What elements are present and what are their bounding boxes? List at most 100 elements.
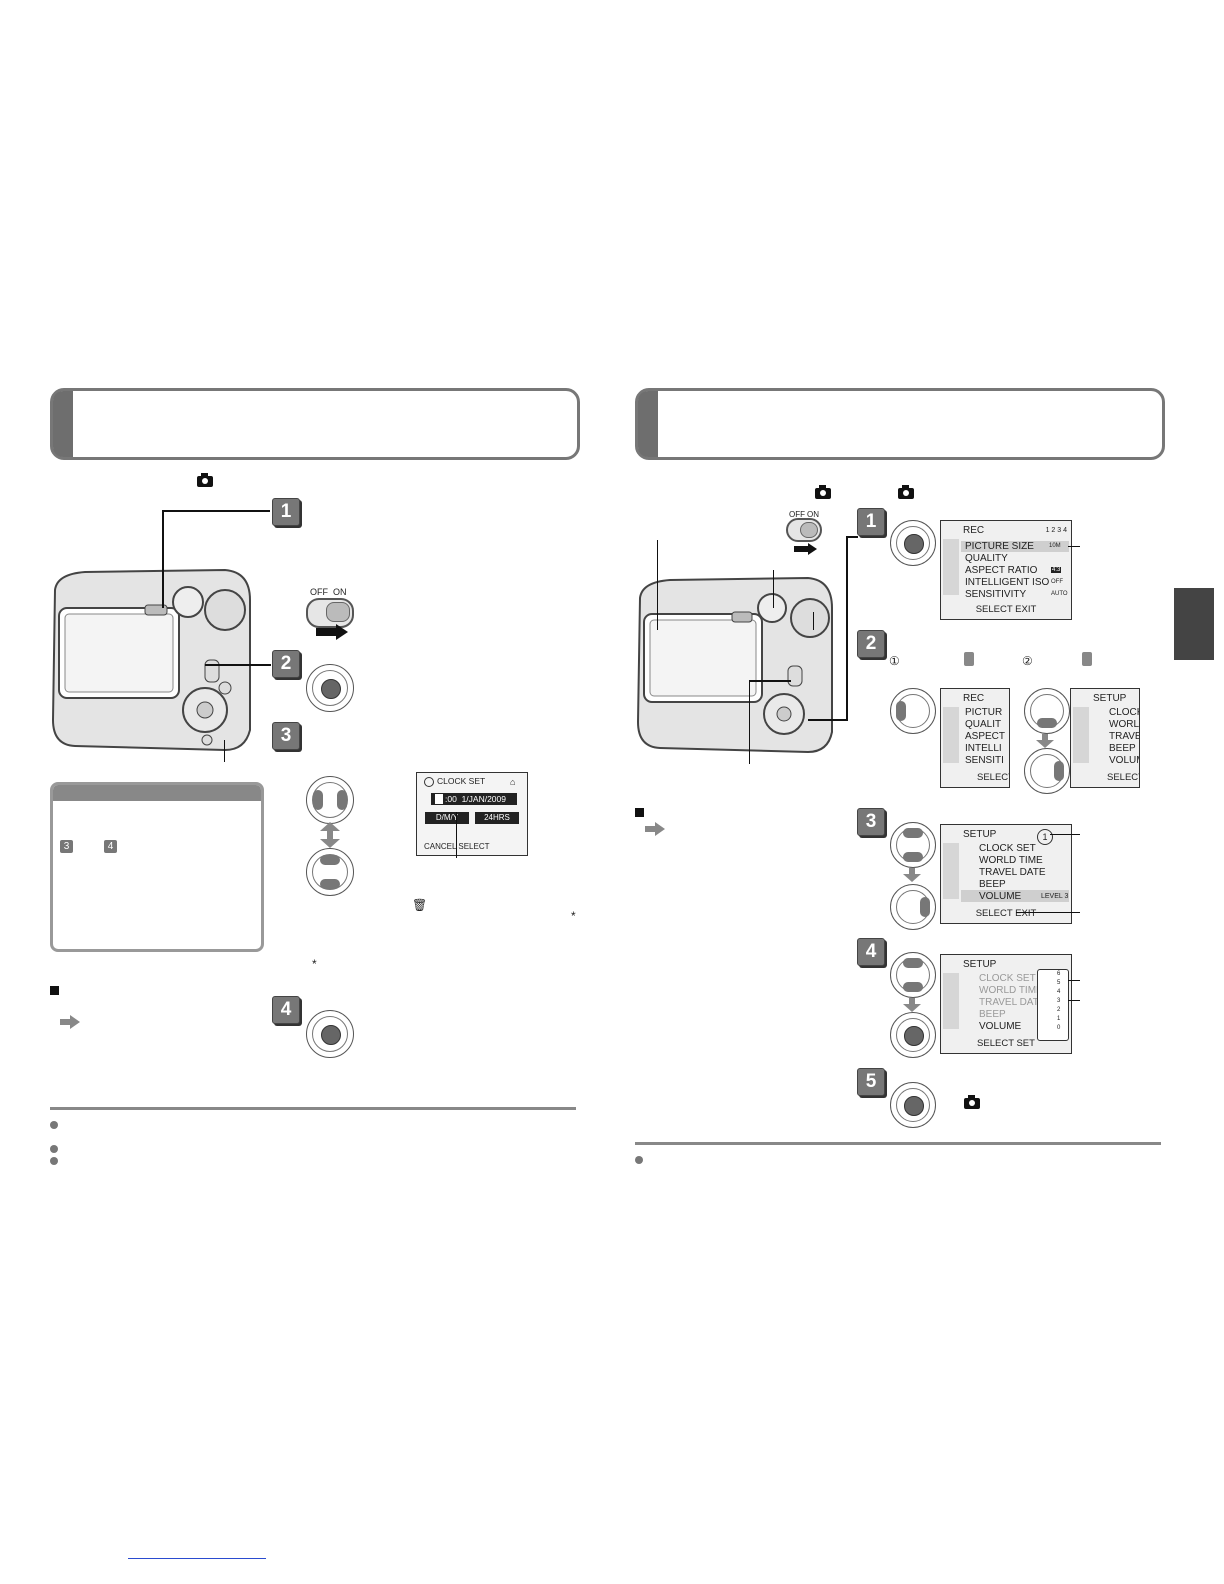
rec-small-row: INTELLI: [965, 743, 1002, 754]
set-button-dpad[interactable]: [890, 1012, 936, 1058]
note-bullet: [635, 1156, 643, 1164]
step-ref-3: 3: [60, 840, 73, 853]
rec-small-row: ASPECT: [965, 731, 1006, 742]
callout-line: [813, 612, 814, 630]
step-2-badge: 2: [272, 650, 300, 678]
setup-row-world-time: WORLD TIME: [979, 855, 1043, 866]
callout-line: [1068, 546, 1080, 547]
rec-menu-page: 1 2 3 4: [1045, 527, 1067, 534]
arrow-down-icon: [1036, 734, 1054, 748]
callout-line: [456, 812, 457, 858]
callout-line: [773, 570, 774, 608]
left-button-dpad[interactable]: [890, 688, 936, 734]
clock-set-title: CLOCK SET: [437, 776, 486, 786]
time-field: :00 1/JAN/2009: [431, 793, 517, 805]
callout-line: [205, 664, 271, 666]
set-button-dpad[interactable]: [306, 664, 354, 712]
setup-row-travel-date: TRAVEL DATE: [979, 867, 1046, 878]
up-down-dpad[interactable]: [306, 848, 354, 896]
switch-off-label: OFF: [310, 587, 328, 597]
setup-small-title: SETUP: [1093, 693, 1127, 704]
setup-row-beep: BEEP: [979, 879, 1006, 890]
volume-row: TRAVEL DATE: [979, 997, 1046, 1008]
chapter-side-tab: [1174, 588, 1214, 660]
clock-icon: [424, 777, 434, 787]
step-5-badge: 5: [857, 1068, 885, 1096]
rec-small-row: QUALIT: [965, 719, 1002, 730]
step-4-badge: 4: [857, 938, 885, 966]
setup-small-footer: SELECT: [1107, 772, 1139, 783]
callout-line: [162, 510, 270, 512]
home-icon: ⌂: [510, 777, 516, 787]
volume-level-label: 0: [1057, 1025, 1061, 1031]
setup-tab-icon: [1082, 652, 1092, 666]
rec-value-picture-size: 10M: [1049, 543, 1061, 549]
hour-format-field: 24HRS: [475, 812, 519, 824]
arrow-right-icon: [336, 624, 348, 640]
left-right-dpad[interactable]: [306, 776, 354, 824]
setup-small-row: BEEP: [1109, 743, 1136, 754]
camera-illustration: [636, 576, 833, 754]
callout-line: [808, 719, 848, 721]
menu-set-dpad[interactable]: [890, 1082, 936, 1128]
volume-level-label: 3: [1057, 998, 1061, 1004]
step-3-badge: 3: [272, 722, 300, 750]
camera-mode-icon: [815, 485, 831, 499]
arrow-right-icon: [794, 546, 808, 552]
note-bullet: [50, 1121, 58, 1129]
menu-set-dpad[interactable]: [890, 520, 936, 566]
camera-illustration: [51, 568, 251, 752]
setup-footer: SELECT EXIT: [975, 908, 1037, 919]
section-bullet: [635, 808, 644, 817]
row-highlight: [961, 541, 1069, 552]
rec-value-iso: OFF: [1051, 579, 1063, 585]
callout-line: [1068, 980, 1080, 981]
rec-tab-icon: [964, 652, 974, 666]
up-down-arrow-icon: [320, 822, 340, 848]
rec-menu-footer: SELECT EXIT: [975, 604, 1037, 615]
right-button-dpad[interactable]: [890, 884, 936, 930]
callout-line: [846, 536, 848, 720]
callout-line: [749, 680, 750, 764]
setup-small-row: VOLUME: [1109, 755, 1139, 766]
power-switch[interactable]: [786, 518, 822, 542]
set-button-dpad[interactable]: [306, 1010, 354, 1058]
right-button-dpad[interactable]: [1024, 748, 1070, 794]
setup-small-row: WORLD: [1109, 719, 1139, 730]
asterisk-note: *: [571, 909, 576, 923]
rec-menu-title: REC: [963, 525, 985, 536]
step-1-badge: 1: [857, 508, 885, 536]
setup-small-row: CLOCK: [1109, 707, 1139, 718]
power-switch[interactable]: [306, 598, 354, 628]
rec-row-aspect-ratio: ASPECT RATIO: [965, 565, 1038, 576]
callout-line: [749, 680, 791, 682]
volume-level-label: 2: [1057, 1007, 1061, 1013]
substep-1-label: ①: [889, 654, 900, 668]
left-divider: [50, 1107, 576, 1110]
down-button-dpad[interactable]: [1024, 688, 1070, 734]
section-bullet: [50, 986, 59, 995]
note-bullet: [50, 1157, 58, 1165]
setup-title: SETUP: [963, 829, 997, 840]
callout-line: [846, 536, 858, 538]
rec-row-picture-size: PICTURE SIZE: [965, 541, 1034, 552]
up-down-dpad[interactable]: [890, 952, 936, 998]
switch-on-label: ON: [807, 510, 819, 519]
trash-icon: 🗑: [412, 898, 428, 912]
down-button-dpad[interactable]: [890, 822, 936, 868]
rec-small-footer: SELECT: [977, 772, 1009, 783]
reference-arrow-icon: [60, 1015, 80, 1029]
volume-level-value: LEVEL 3: [1041, 893, 1069, 900]
step-ref-4: 4: [104, 840, 117, 853]
right-divider: [635, 1142, 1161, 1145]
rec-row-sensitivity: SENSITIVITY: [965, 589, 1027, 600]
row-highlight: [961, 890, 1069, 902]
footer-link-underline[interactable]: [128, 1558, 266, 1559]
volume-setup-screen: SETUP CLOCK SET WORLD TIME TRAVEL DATE B…: [940, 954, 1072, 1054]
note-bullet: [50, 1145, 58, 1153]
callout-line: [224, 740, 225, 762]
camera-mode-icon: [197, 473, 213, 487]
setup-page-marker: 1: [1037, 829, 1053, 845]
date-format-field: D/M/Y: [425, 812, 469, 824]
volume-setup-title: SETUP: [963, 959, 997, 970]
